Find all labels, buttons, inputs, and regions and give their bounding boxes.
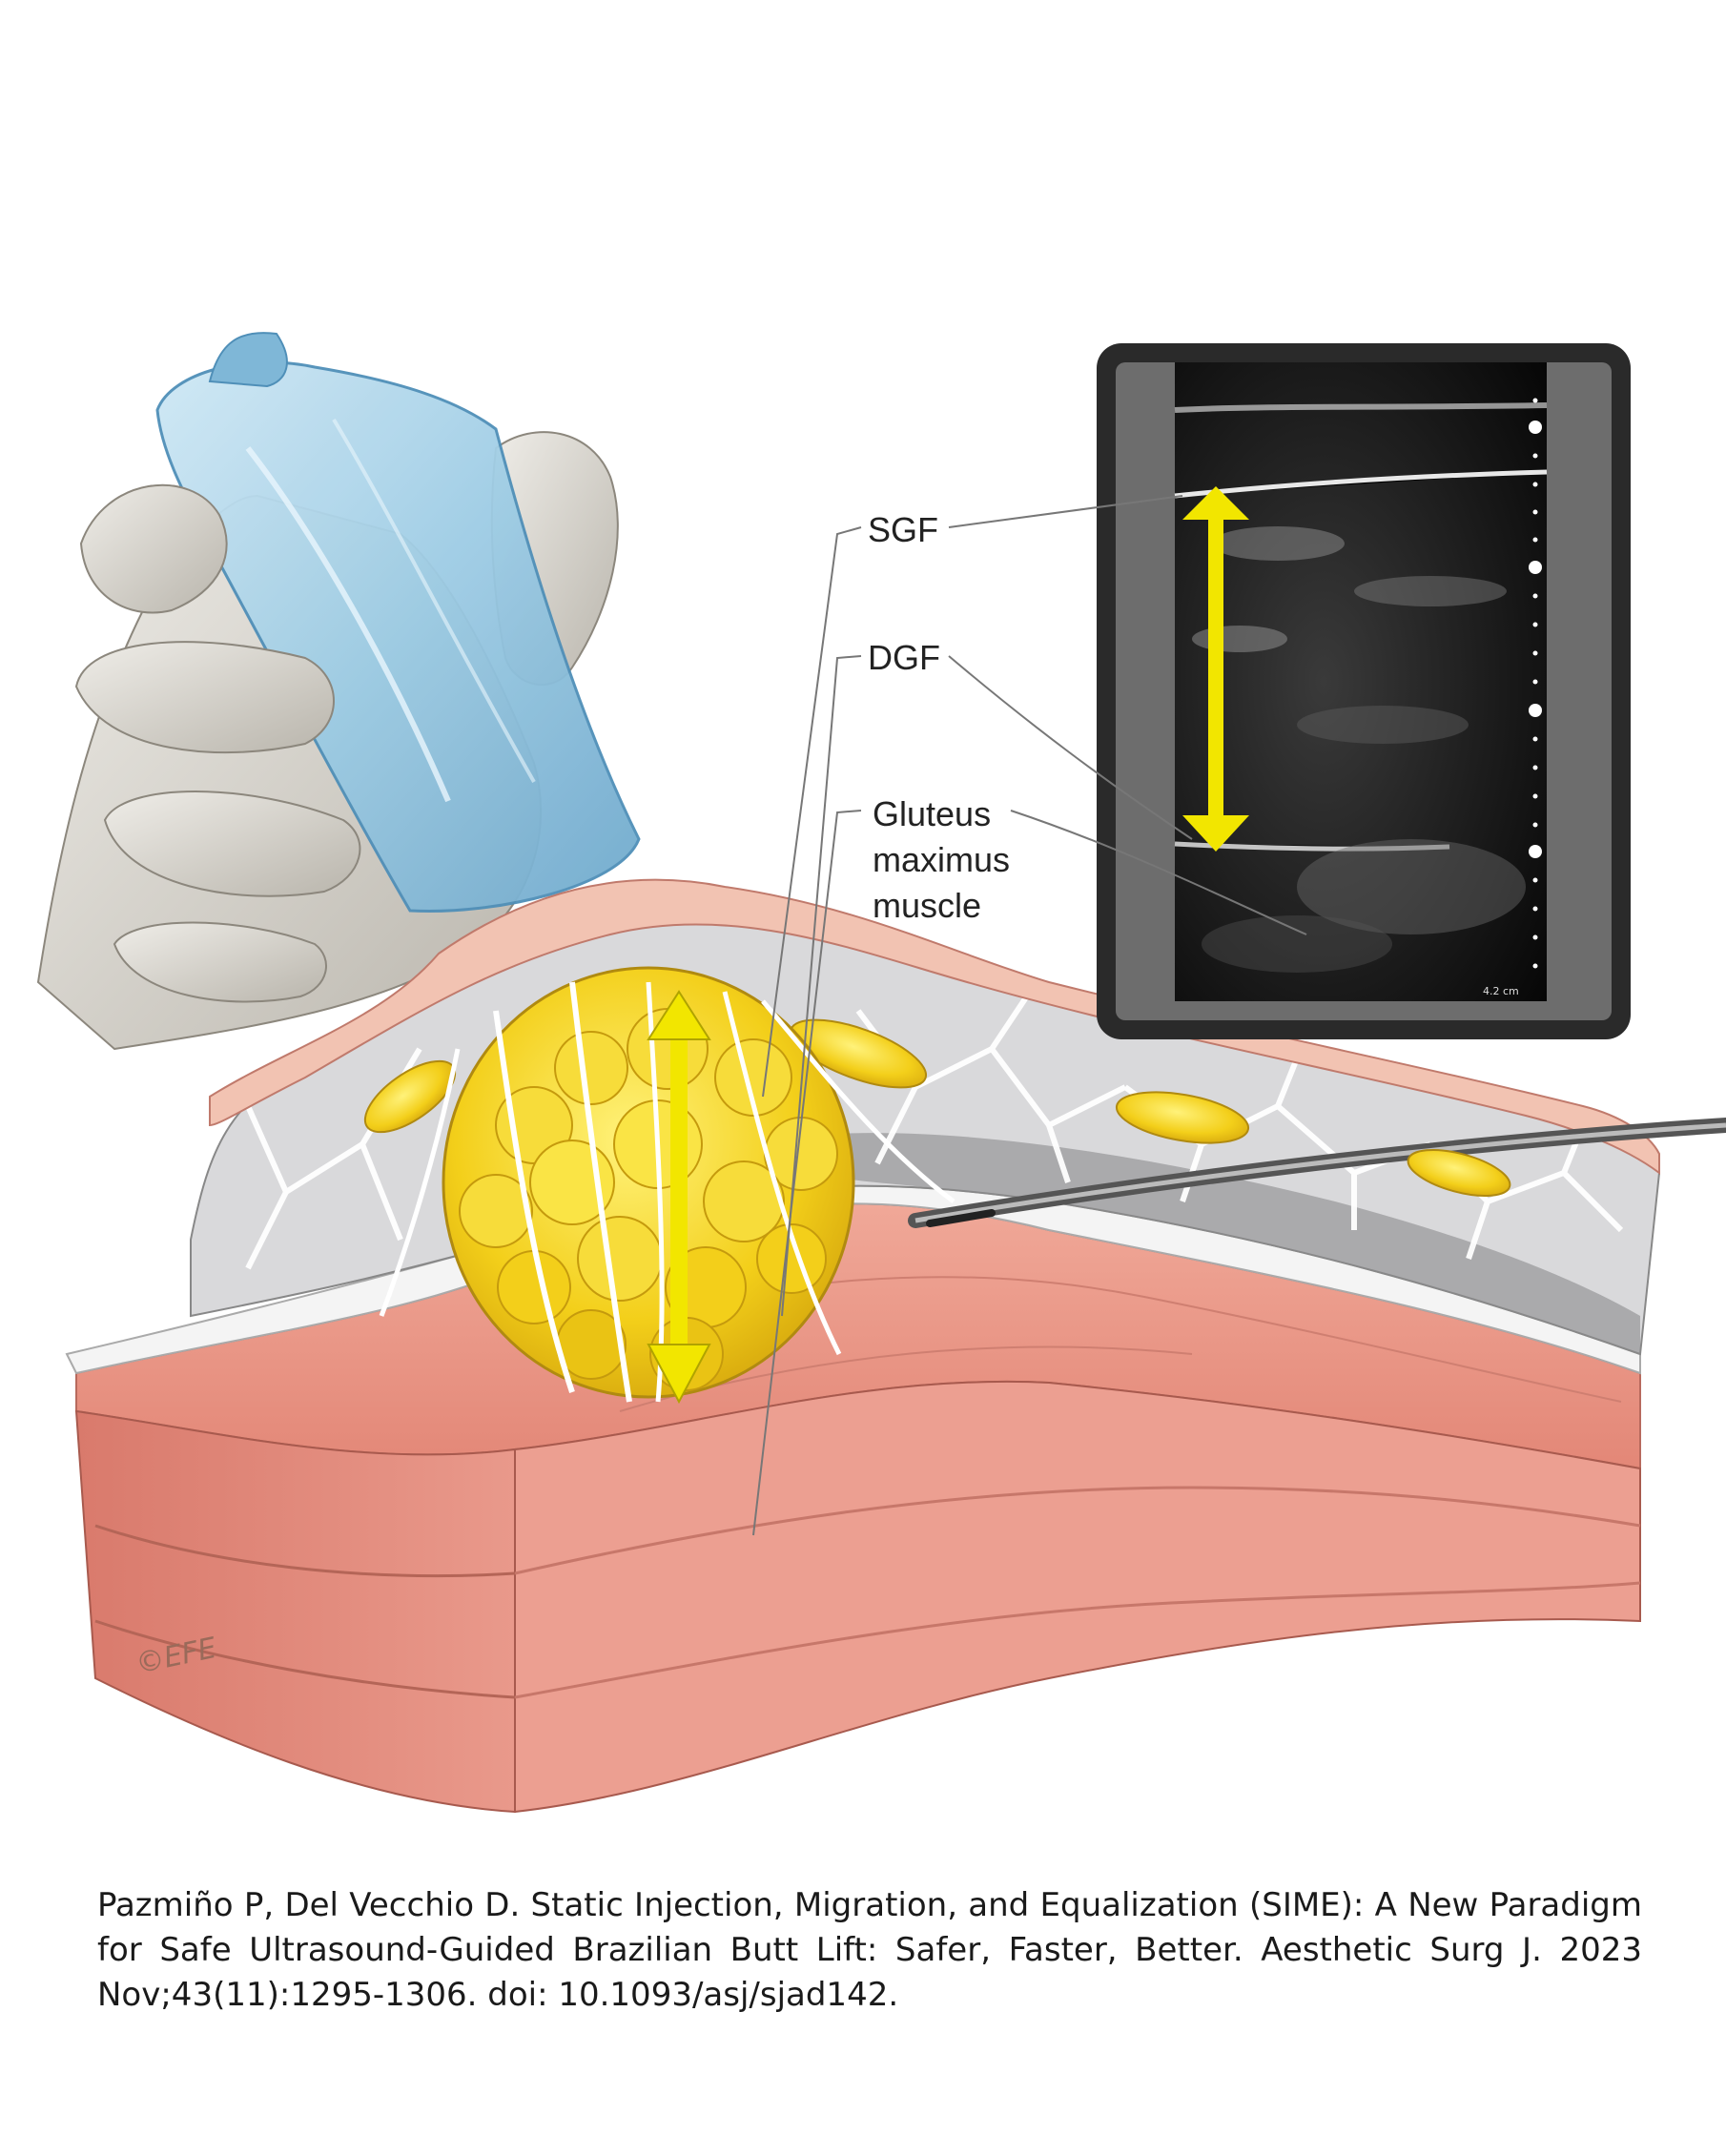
fat-lobule (1115, 1091, 1250, 1144)
ultrasound-monitor: 4.2 cm (1097, 343, 1631, 1039)
label-dgf: DGF (868, 638, 940, 677)
fat-lobule (1407, 1149, 1511, 1197)
glove-finger-1 (79, 483, 228, 614)
skin-layer (209, 878, 1660, 1175)
glove-finger-2 (74, 641, 335, 754)
label-gluteus-line2: maximus (873, 840, 1010, 879)
probe-sleeve-tip (208, 332, 288, 388)
tissue-cross-section: ©EFE (65, 878, 1726, 1814)
probe-sleeve (155, 360, 641, 914)
depth-scale (1529, 398, 1542, 969)
muscle-left-face (74, 1409, 516, 1814)
label-gluteus-line1: Gluteus (873, 794, 991, 833)
ultrasound-bbl-illustration: ©EFE 4.2 cm (36, 332, 1726, 1814)
injected-fat-bolus (379, 966, 955, 1403)
gloved-hand-with-probe (36, 332, 641, 1051)
citation-text: Pazmiño P, Del Vecchio D. Static Injecti… (97, 1886, 1642, 2014)
glove-finger-4 (113, 921, 327, 1003)
muscle-front-face (514, 1380, 1641, 1814)
ultrasound-image (1175, 362, 1547, 1001)
yellow-double-arrow-icon (647, 990, 711, 1405)
label-gluteus-line3: muscle (873, 886, 981, 925)
depth-readout: 4.2 cm (1483, 985, 1519, 997)
label-sgf: SGF (868, 510, 938, 549)
yellow-double-arrow-icon (1182, 486, 1249, 852)
label-leaders (752, 495, 1307, 1536)
dgf-echo-line (1174, 841, 1450, 852)
glove-finger-3 (103, 791, 361, 897)
